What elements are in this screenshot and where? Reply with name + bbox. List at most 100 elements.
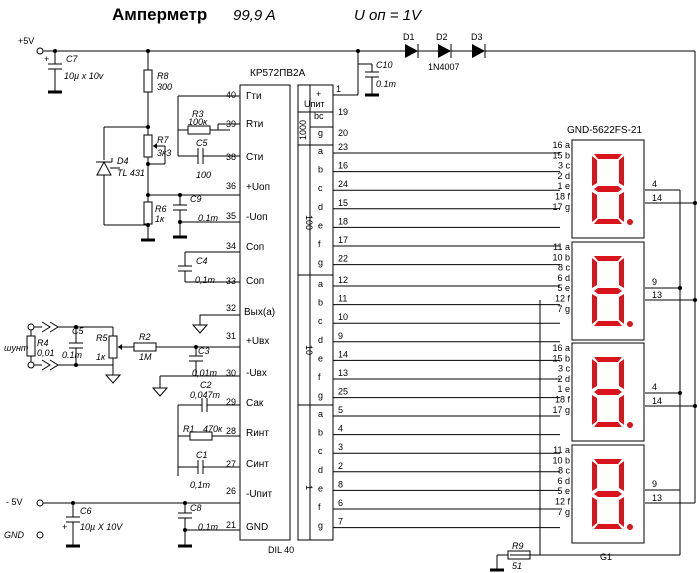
svg-text:Rти: Rти	[246, 119, 263, 130]
resistor-r6: R6 1к	[143, 195, 167, 225]
shunt-terminal-top	[27, 323, 35, 331]
svg-text:+: +	[44, 54, 49, 64]
svg-text:C5: C5	[72, 326, 84, 336]
display-pin-label: 12 f	[555, 294, 571, 304]
svg-text:C8: C8	[190, 503, 202, 513]
svg-text:Вых(а): Вых(а)	[244, 307, 275, 318]
svg-text:27: 27	[226, 459, 236, 469]
svg-text:3к3: 3к3	[157, 148, 171, 158]
svg-text:14: 14	[652, 193, 662, 203]
digit-segment-a	[594, 256, 622, 261]
display-pin-label: 7 g	[557, 304, 570, 314]
svg-text:0,047m: 0,047m	[190, 390, 221, 400]
svg-text:0.1m: 0.1m	[198, 213, 219, 223]
svg-text:R2: R2	[139, 332, 151, 342]
display-pin-label: 1 e	[557, 181, 570, 191]
svg-text:39: 39	[226, 119, 236, 129]
svg-text:1: 1	[304, 485, 314, 490]
digit-segment-d	[594, 524, 622, 529]
ic-seg-letter-group100-e: e	[318, 220, 323, 230]
svg-text:GND: GND	[246, 522, 268, 533]
display-pin-label: 18 f	[555, 395, 571, 405]
svg-text:Сти: Сти	[246, 152, 263, 163]
digit-3: 16 a15 b3 c2 d1 e18 f17 g	[552, 342, 645, 442]
plus5v-label: +5V	[18, 36, 34, 46]
resistor-r2: R2 1M	[133, 332, 157, 362]
capacitor-c2: C2 0,047m	[178, 380, 240, 412]
svg-text:33: 33	[226, 276, 236, 286]
ic-seg-pin-group1-e: 8	[338, 479, 343, 489]
svg-text:Соп: Соп	[246, 242, 264, 253]
ic-seg-letter-group10-a: a	[318, 279, 323, 289]
digit-1: 16 a15 b3 c2 d1 e18 f17 g	[552, 139, 645, 239]
digit-segment-f	[592, 461, 597, 491]
svg-text:R5: R5	[96, 333, 108, 343]
digit-segment-f	[592, 359, 597, 389]
svg-text:31: 31	[226, 331, 236, 341]
svg-text:34: 34	[226, 241, 236, 251]
display-g1-label: G1	[600, 552, 612, 562]
digit-segment-f	[592, 258, 597, 288]
svg-text:1: 1	[336, 84, 341, 94]
digit-segment-d	[594, 321, 622, 326]
digit-frame	[571, 241, 645, 341]
ic-seg-pin-group1-f: 6	[338, 498, 343, 508]
svg-text:+Uоп: +Uоп	[246, 182, 270, 193]
display-pin-label: 8 c	[558, 466, 571, 476]
svg-text:10µ x 10v: 10µ x 10v	[64, 71, 104, 81]
display-common-lines: 4 14 9 13 4 14 9 13	[645, 179, 697, 504]
title-range: 99,9 A	[233, 7, 276, 24]
svg-text:10µ X 10V: 10µ X 10V	[80, 522, 123, 532]
digit-4: 11 a10 b8 c6 d5 e12 f7 g	[552, 444, 645, 544]
display-gnd-5622fs-21: 16 a15 b3 c2 d1 e18 f17 g11 a10 b8 c6 d5…	[552, 139, 645, 544]
display-pin-label: 17 g	[552, 202, 570, 212]
display-pin-label: 11 a	[553, 242, 570, 252]
digit-segment-b	[619, 461, 624, 491]
svg-text:C5: C5	[196, 138, 208, 148]
plus5v-terminal	[36, 47, 44, 55]
svg-text:38: 38	[226, 152, 236, 162]
digit-dp	[627, 422, 633, 428]
ic-seg-letter-group1-e: e	[318, 483, 323, 493]
ic-seg-pin-group1-a: 5	[338, 405, 343, 415]
digit-dp	[627, 321, 633, 327]
digit-segment-b	[619, 359, 624, 389]
display-pin-label: 2 d	[557, 374, 570, 384]
ic-seg-pin-group10-g: 25	[338, 387, 348, 397]
digit-frame	[571, 139, 645, 239]
digit-segment-g	[594, 186, 622, 192]
svg-text:1000: 1000	[298, 120, 308, 140]
svg-text:28: 28	[226, 426, 236, 436]
svg-text:1к: 1к	[96, 352, 106, 362]
display-pin-label: 11 a	[553, 445, 570, 455]
svg-text:100: 100	[304, 215, 314, 230]
svg-text:-Uоп: -Uоп	[246, 212, 268, 223]
potentiometer-r5: R5 1к	[96, 327, 126, 365]
display-pin-label: 16 a	[552, 140, 570, 150]
svg-text:9: 9	[652, 479, 657, 489]
svg-text:R1: R1	[183, 424, 195, 434]
digit-segment-g	[594, 491, 622, 497]
capacitor-c7: + C7 10µ x 10v	[44, 51, 104, 94]
ic-seg-letter-group10-c: c	[318, 316, 323, 326]
svg-text:R3: R3	[192, 109, 204, 119]
display-pin-label: 7 g	[557, 507, 570, 517]
svg-text:D1: D1	[403, 32, 415, 42]
ic-seg-letter-group100-a: a	[318, 146, 323, 156]
ic-seg-pin-group1-b: 4	[338, 424, 343, 434]
svg-text:R8: R8	[157, 71, 169, 81]
ic-seg-pin-group10-e: 14	[338, 349, 348, 359]
resistor-r1: R1 470к	[183, 424, 223, 441]
digit-2: 11 a10 b8 c6 d5 e12 f7 g	[552, 241, 645, 341]
capacitor-c1: C1 0,1m	[190, 450, 211, 490]
display-pin-label: 5 e	[557, 486, 570, 496]
svg-text:C6: C6	[80, 506, 92, 516]
svg-text:40: 40	[226, 90, 236, 100]
digit-segment-b	[619, 156, 624, 186]
digit-segment-e	[592, 294, 597, 324]
svg-text:Сак: Сак	[246, 398, 264, 409]
ic-kr572pv2a: КР572ПВ2А DIL 40	[239, 68, 334, 555]
